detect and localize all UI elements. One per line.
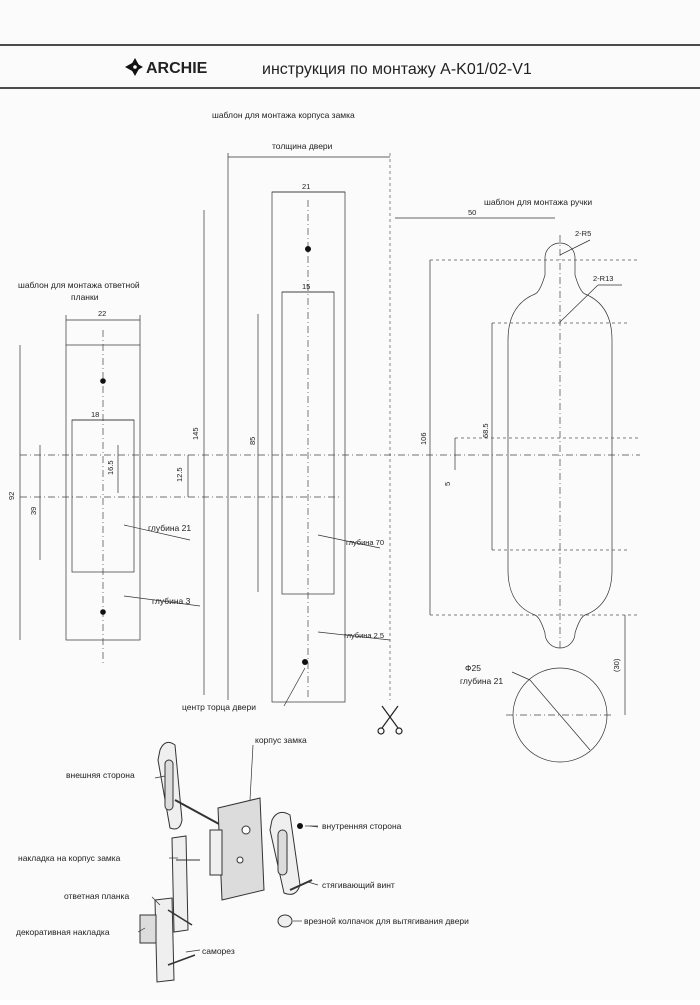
door-thickness-label: толщина двери bbox=[272, 141, 333, 151]
lock-cover-label: накладка на корпус замка bbox=[18, 853, 121, 863]
door-cap-label: врезной колпачок для вытягивания двери bbox=[304, 916, 469, 926]
dim-68-5: 68.5 bbox=[481, 423, 490, 438]
dim-12-5: 12.5 bbox=[175, 467, 184, 482]
dim-85: 85 bbox=[248, 437, 257, 445]
self-tap-label: саморез bbox=[202, 946, 235, 956]
dim-92: 92 bbox=[7, 492, 16, 500]
door-edge-center-label: центр торца двери bbox=[182, 702, 256, 712]
outer-side-label: внешняя сторона bbox=[66, 770, 135, 780]
depth-21-label: глубина 21 bbox=[148, 523, 191, 533]
strike-template: 22 18 92 39 16.5 глубина 21 глубина 3 bbox=[7, 309, 201, 665]
strike-plate-label: ответная планка bbox=[64, 891, 129, 901]
dim-106: 106 bbox=[419, 432, 428, 445]
lock-template-label: шаблон для монтажа корпуса замка bbox=[212, 110, 355, 120]
strike-template-label-2: планки bbox=[71, 292, 99, 302]
inner-side-label: внутренняя сторона bbox=[322, 821, 402, 831]
radius-r13: 2-R13 bbox=[593, 274, 613, 283]
dim-30: (30) bbox=[612, 658, 621, 672]
scissors-icon bbox=[377, 705, 403, 735]
lock-template: 21 15 85 145 12.5 глубина 70 глубина 2.5… bbox=[175, 182, 391, 712]
dim-16-5: 16.5 bbox=[106, 460, 115, 475]
depth-21-b-label: глубина 21 bbox=[460, 676, 503, 686]
depth-70-label: глубина 70 bbox=[346, 538, 384, 547]
dim-22: 22 bbox=[98, 309, 106, 318]
diamond-cross-icon bbox=[125, 58, 143, 76]
dim-21: 21 bbox=[302, 182, 310, 191]
logo-text: ARCHIE bbox=[146, 60, 208, 77]
diameter-label: Ф25 bbox=[465, 663, 481, 673]
header: ARCHIE инструкция по монтажу A-K01/02-V1 bbox=[0, 44, 700, 89]
tie-screw-label: стягивающий винт bbox=[322, 880, 395, 890]
handle-template-label: шаблон для монтажа ручки bbox=[484, 197, 592, 207]
assembly-illustration bbox=[137, 741, 319, 983]
dim-145: 145 bbox=[191, 427, 200, 440]
dim-50: 50 bbox=[468, 208, 476, 217]
page-title: инструкция по монтажу A-K01/02-V1 bbox=[262, 61, 532, 78]
decor-plate-label: декоративная накладка bbox=[16, 927, 110, 937]
depth-3-label: глубина 3 bbox=[152, 596, 191, 606]
dim-39: 39 bbox=[29, 507, 38, 515]
radius-r5: 2-R5 bbox=[575, 229, 591, 238]
dim-5: 5 bbox=[443, 482, 452, 486]
dim-15: 15 bbox=[302, 282, 310, 291]
strike-template-label-1: шаблон для монтажа ответной bbox=[18, 280, 140, 290]
depth-2-5-label: глубина 2.5 bbox=[344, 631, 384, 640]
lock-body-label: корпус замка bbox=[255, 735, 307, 745]
cap-hole-template: Ф25 глубина 21 (30) bbox=[460, 615, 626, 763]
dim-18: 18 bbox=[91, 410, 99, 419]
handle-template: 106 68.5 5 2-R5 2-R13 bbox=[419, 229, 640, 650]
